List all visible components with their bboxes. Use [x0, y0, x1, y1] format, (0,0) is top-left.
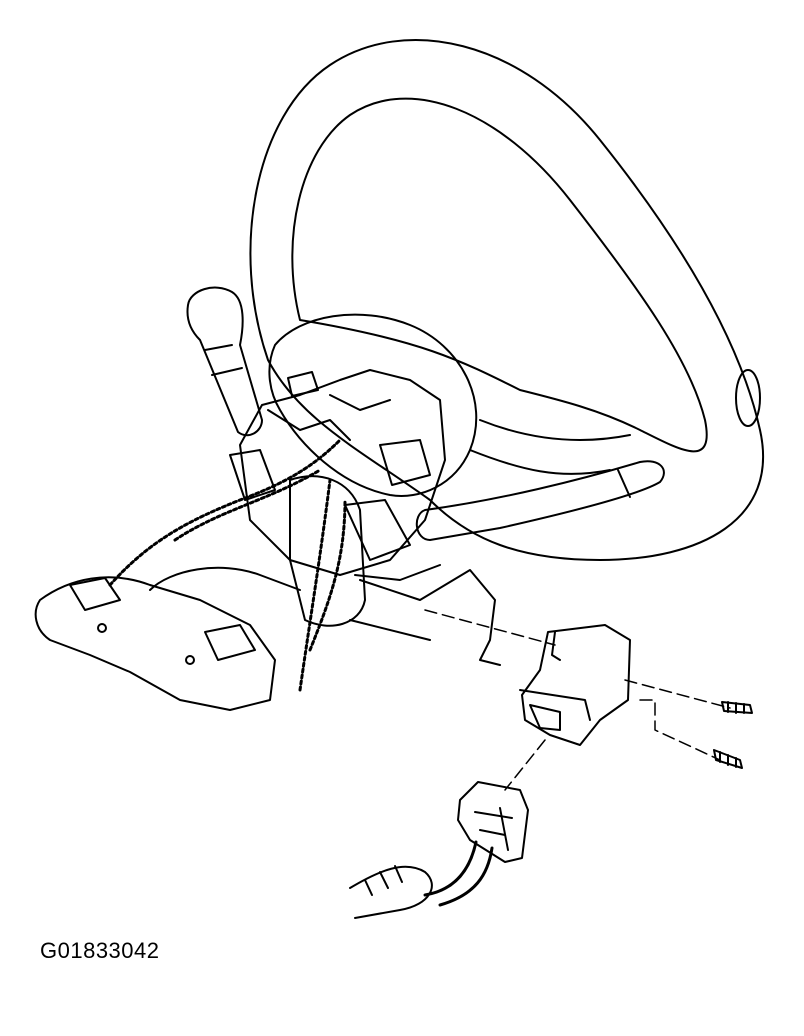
steering-wheel-rim-inner — [292, 99, 706, 452]
lower-shroud — [36, 568, 300, 710]
mounting-screw-upper — [722, 702, 752, 713]
steering-wheel-hub — [269, 315, 476, 496]
mounting-screw-lower — [714, 750, 742, 768]
alignment-lines — [425, 610, 730, 790]
connector-pigtail — [350, 842, 492, 918]
steering-wheel-rim-outer — [250, 40, 763, 560]
steering-wheel — [250, 40, 763, 560]
switch-assembly — [230, 370, 445, 575]
right-stalk-lever — [417, 461, 664, 540]
steering-wheel-spoke — [470, 420, 630, 474]
column-body — [290, 476, 500, 665]
wiring-harness — [110, 440, 345, 690]
sensor-module — [520, 625, 630, 745]
steering-wheel-grip-mark — [736, 370, 760, 426]
figure-id-caption: G01833042 — [40, 938, 160, 963]
harness-connector — [458, 782, 528, 862]
left-stalk-lever — [188, 288, 263, 436]
